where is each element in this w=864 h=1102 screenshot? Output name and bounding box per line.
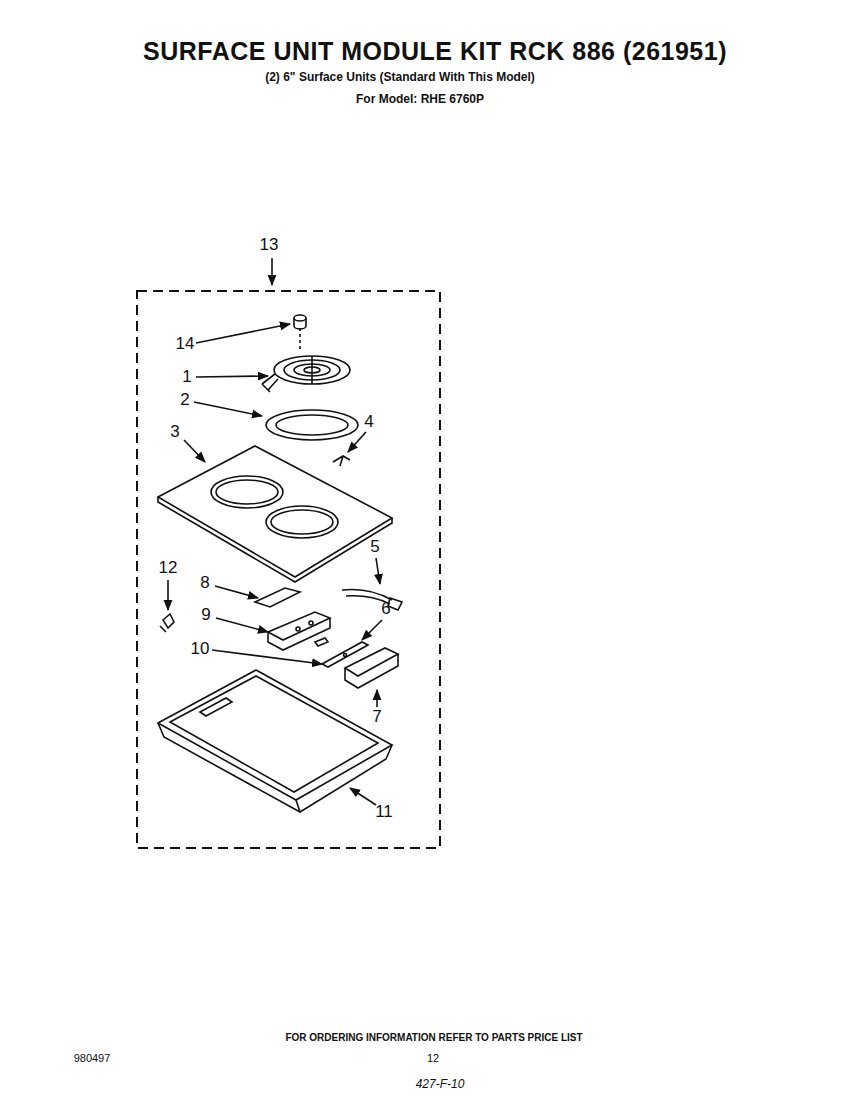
callout-number: 5 [370, 538, 379, 557]
model-number: For Model: RHE 6760P [356, 93, 484, 106]
callout-number: 14 [176, 335, 195, 354]
callout-number: 8 [200, 574, 209, 593]
page-title: SURFACE UNIT MODULE KIT RCK 886 (261951) [143, 38, 727, 66]
callout-number: 3 [170, 423, 179, 442]
callout-number: 11 [375, 803, 393, 822]
document-number: 980497 [74, 1052, 111, 1064]
callout-number: 12 [159, 559, 178, 578]
callout-number: 2 [180, 391, 189, 410]
callout-number: 4 [364, 413, 373, 432]
callout-number: 10 [191, 640, 210, 659]
footer-note: FOR ORDERING INFORMATION REFER TO PARTS … [285, 1032, 582, 1043]
callout-number: 13 [260, 236, 279, 255]
callout-number: 7 [372, 708, 381, 727]
callout-number: 9 [201, 606, 210, 625]
subtitle: (2) 6" Surface Units (Standard With This… [265, 71, 535, 84]
callout-number: 6 [381, 600, 390, 619]
callout-number: 1 [182, 368, 191, 387]
page-number: 12 [427, 1052, 439, 1064]
handwritten-code: 427-F-10 [416, 1078, 465, 1091]
